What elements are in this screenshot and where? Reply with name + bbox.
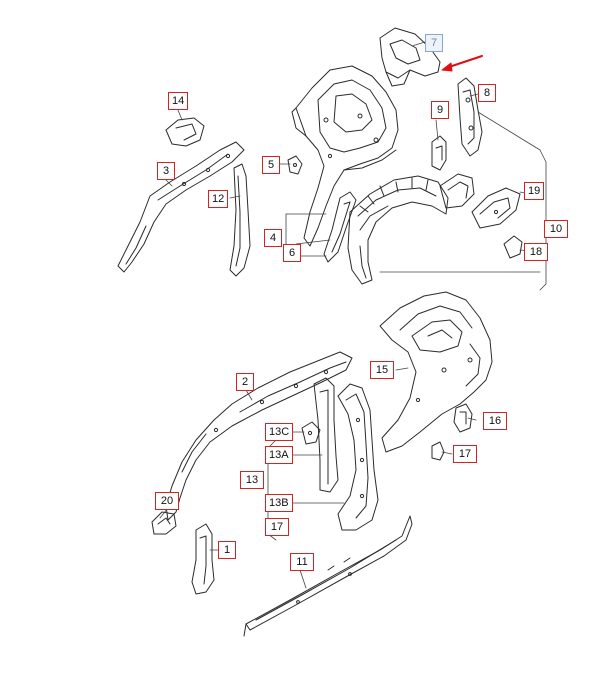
part-12-drawing: [229, 163, 251, 277]
callout-brackets-upper: [285, 111, 547, 291]
callout-label[interactable]: 13C: [265, 423, 294, 441]
part-8-drawing: [457, 77, 483, 157]
part-13c-drawing: [301, 421, 321, 445]
callout-label[interactable]: 16: [483, 412, 507, 430]
callout-label[interactable]: 13: [240, 471, 264, 489]
part-17-drawing: [431, 441, 445, 461]
part-13b-drawing: [337, 383, 379, 531]
part-1-drawing: [191, 523, 215, 595]
callout-label[interactable]: 2: [236, 373, 254, 391]
callout-label[interactable]: 10: [544, 220, 568, 238]
callout-label[interactable]: 1: [218, 541, 236, 559]
part-2-drawing: [165, 351, 353, 521]
callout-label[interactable]: 17: [265, 518, 289, 536]
leader-lines-lower: [159, 367, 477, 589]
callout-label[interactable]: 6: [283, 244, 301, 262]
callout-label[interactable]: 5: [262, 156, 280, 174]
part-3-drawing: [117, 141, 245, 273]
part-14-drawing: [165, 117, 205, 147]
pointer-arrow: [441, 55, 483, 72]
callout-label[interactable]: 7: [425, 34, 443, 52]
callout-label[interactable]: 3: [157, 162, 175, 180]
part-9-drawing: [431, 135, 447, 171]
callout-label[interactable]: 19: [524, 182, 545, 200]
part-13a-drawing: [313, 377, 339, 493]
callout-label[interactable]: 12: [208, 190, 229, 208]
part-19-drawing: [471, 187, 521, 229]
quarter-inner-panel-drawing: [291, 65, 399, 247]
part-16-drawing: [453, 403, 473, 433]
wheelhouse-extension-drawing: [439, 173, 475, 209]
part-7-drawing: [379, 27, 441, 87]
callout-label[interactable]: 13A: [265, 446, 293, 464]
callout-label[interactable]: 15: [370, 361, 394, 379]
callout-label[interactable]: 17: [453, 445, 477, 463]
part-11-drawing: [243, 515, 413, 637]
wheelhouse-liner-drawing: [347, 175, 449, 285]
part-18-drawing: [503, 235, 523, 259]
part-20-drawing: [151, 511, 177, 535]
callout-label[interactable]: 9: [431, 101, 449, 119]
callout-label[interactable]: 11: [290, 553, 314, 571]
callout-label[interactable]: 20: [155, 492, 179, 510]
part-6-drawing: [323, 191, 357, 263]
part-5-drawing: [287, 155, 303, 175]
part-15-drawing: [379, 291, 493, 453]
callout-label[interactable]: 8: [478, 84, 496, 102]
callout-label[interactable]: 14: [168, 92, 189, 110]
callout-label[interactable]: 18: [524, 243, 548, 261]
callout-label[interactable]: 4: [264, 229, 282, 247]
callout-label[interactable]: 13B: [265, 494, 293, 512]
